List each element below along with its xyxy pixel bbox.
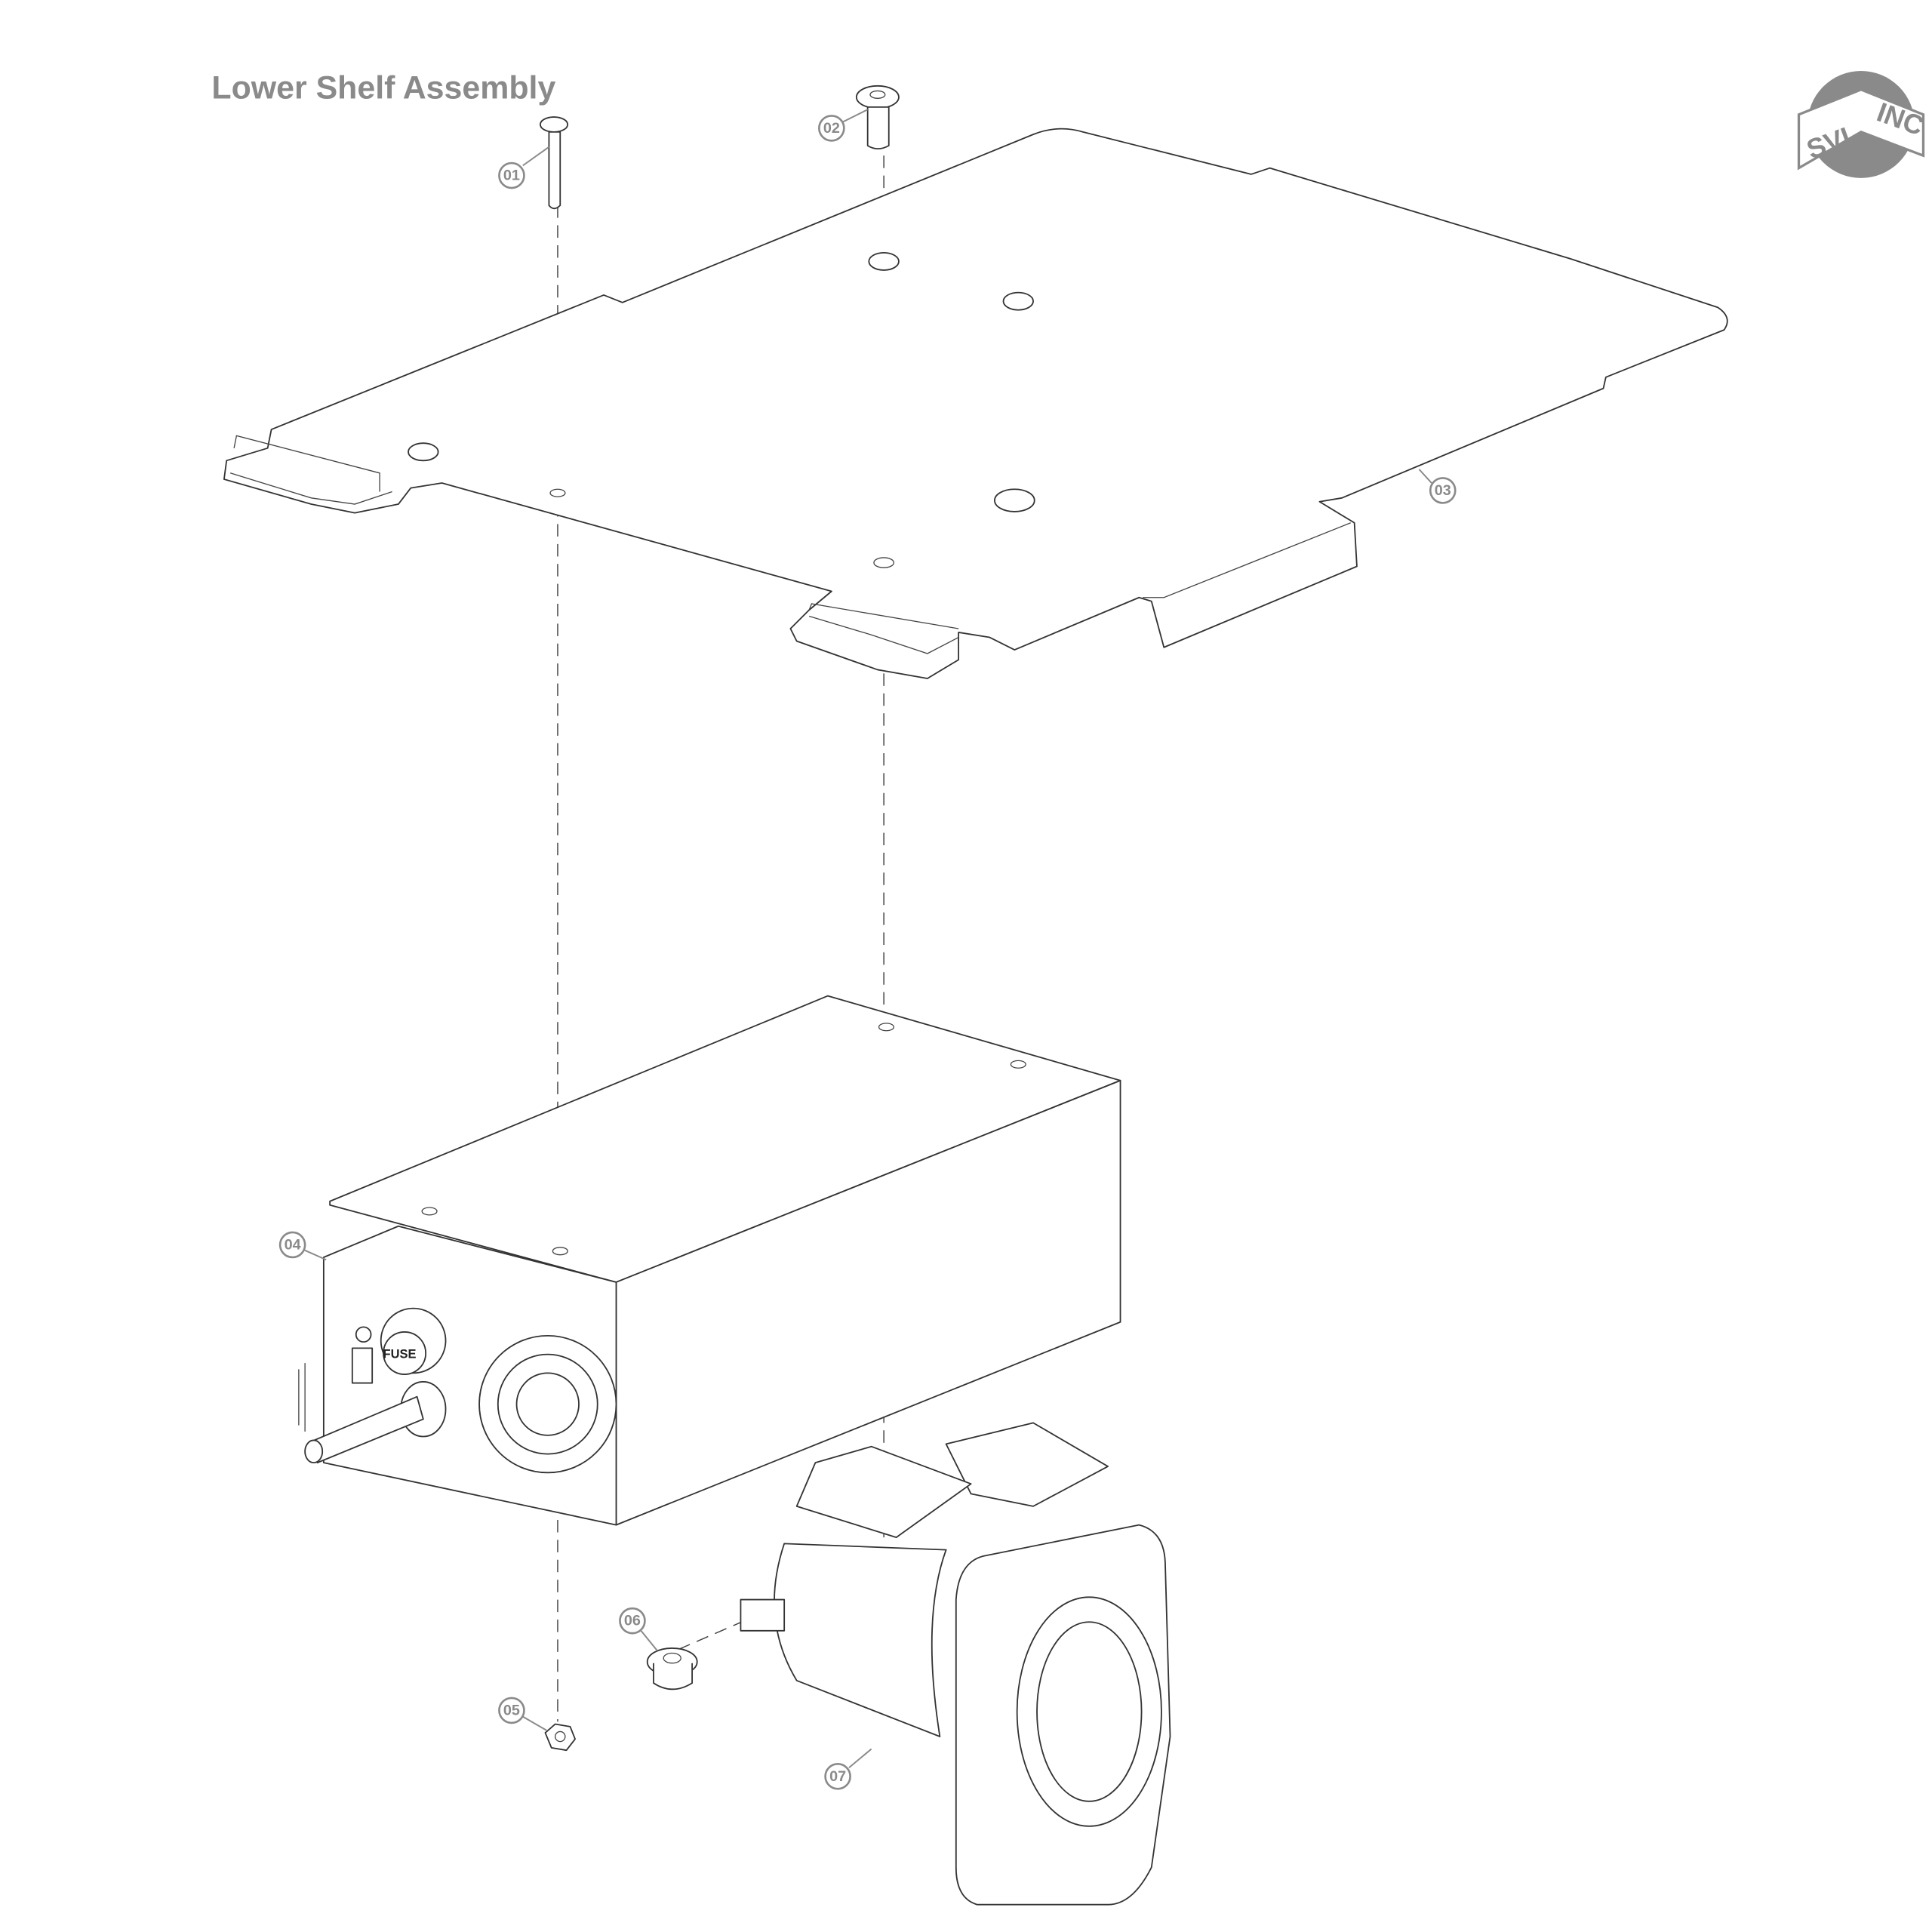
flange-nut-part-06	[646, 1647, 698, 1690]
motor-pump	[740, 1422, 1171, 1906]
shelf-plate	[223, 128, 1728, 679]
screw-part-01	[539, 116, 569, 210]
svg-text:04: 04	[285, 1236, 301, 1253]
callout-05: 05	[498, 1697, 525, 1724]
callout-07: 07	[824, 1762, 851, 1790]
bolt-part-02	[855, 85, 900, 150]
callout-03: 03	[1429, 477, 1457, 504]
svg-text:06: 06	[624, 1613, 641, 1629]
svg-text:05: 05	[503, 1702, 520, 1718]
svg-text:07: 07	[829, 1768, 846, 1785]
svg-text:03: 03	[1435, 482, 1451, 499]
page-title: Lower Shelf Assembly	[211, 69, 555, 106]
callout-02: 02	[818, 115, 845, 142]
callout-01: 01	[498, 162, 525, 189]
fuse-label: FUSE	[383, 1348, 417, 1361]
callout-06: 06	[619, 1607, 646, 1635]
charger-box: FUSE	[298, 995, 1121, 1526]
callout-04: 04	[278, 1231, 306, 1259]
svg-text:02: 02	[823, 120, 840, 137]
svg-text:01: 01	[503, 168, 520, 184]
svi-logo: SVI INC	[1797, 71, 1927, 178]
hex-nut-part-05	[544, 1723, 576, 1752]
